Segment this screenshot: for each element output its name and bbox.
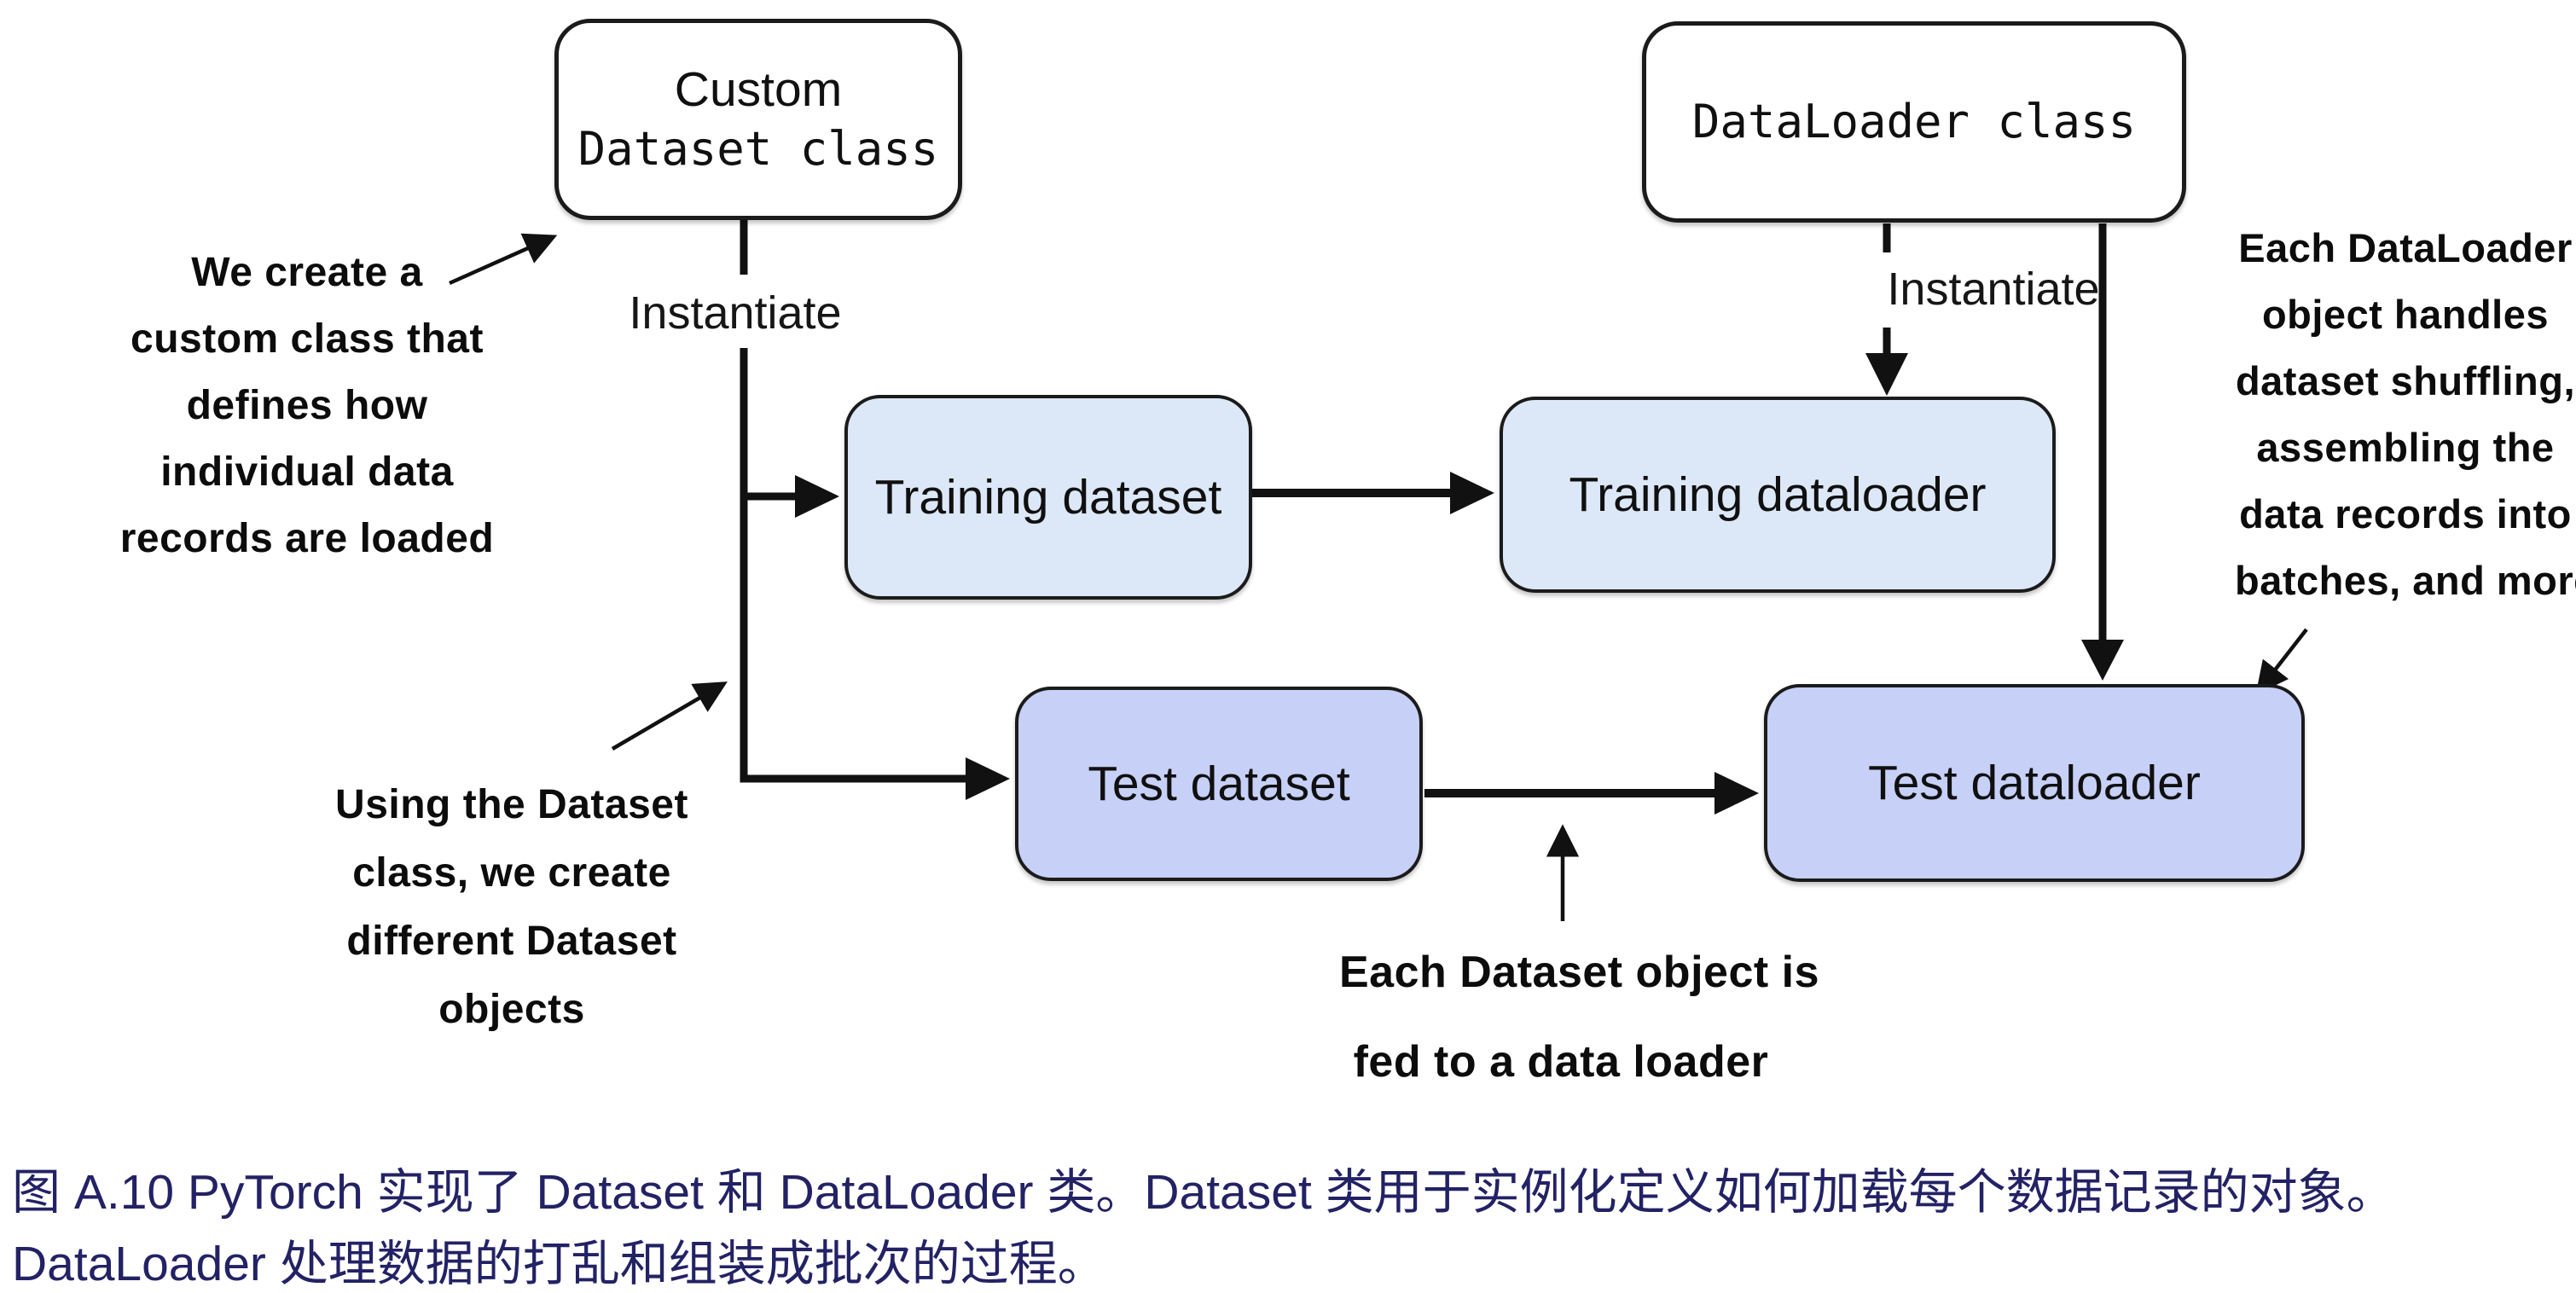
test-dataloader-box: Test dataloader: [1764, 684, 2305, 882]
note-using-dataset-class: Using the Dataset class, we create diffe…: [324, 771, 699, 1044]
caption-line-1: 图 A.10 PyTorch 实现了 Dataset 和 DataLoader …: [12, 1165, 2395, 1220]
custom-dataset-class-box: Custom Dataset class: [554, 19, 962, 220]
test-dataset-label: Test dataset: [1088, 757, 1350, 811]
note-line: Each Dataset object is: [1339, 948, 1819, 997]
note-line: individual data: [160, 449, 454, 495]
note-line: data records into: [2239, 491, 2572, 536]
training-dataloader-label: Training dataloader: [1569, 467, 1987, 522]
note-arrow-to-test-dataloader: [2255, 628, 2308, 695]
note-line: object handles: [2261, 292, 2550, 337]
training-dataset-box: Training dataset: [844, 395, 1252, 600]
dataloader-to-test-arrowhead: [2081, 640, 2124, 681]
note-create-custom-class: We create a custom class that defines ho…: [119, 240, 495, 572]
note-dataset-fed-to-loader: Each Dataset object is fed to a data loa…: [1339, 928, 1819, 1107]
test-dataset-box: Test dataset: [1015, 687, 1423, 881]
note-dataloader-handles: Each DataLoader object handles dataset s…: [2235, 215, 2576, 614]
note-line: fed to a data loader: [1353, 1037, 1769, 1087]
note-line: custom class that: [131, 316, 484, 362]
note-line: class, we create: [352, 850, 671, 896]
note-line: We create a: [191, 250, 423, 295]
branch-arrowhead: [795, 475, 839, 518]
instantiate-left-label: Instantiate: [629, 287, 842, 339]
instantiate-right-arrowhead: [1865, 353, 1908, 396]
test-dataloader-label: Test dataloader: [1868, 756, 2201, 810]
note-line: Using the Dataset: [335, 782, 688, 827]
note-line: different Dataset: [346, 919, 677, 964]
training-dataset-label: Training dataset: [874, 470, 1222, 525]
caption-line-2: DataLoader 处理数据的打乱和组装成批次的过程。: [12, 1237, 1106, 1291]
test-arrowhead: [1714, 772, 1759, 815]
note-line: batches, and more: [2235, 558, 2576, 603]
trunk-arrowhead: [966, 757, 1010, 800]
dataloader-class-box: DataLoader class: [1642, 21, 2186, 223]
trunk-to-test-dataset-line: [740, 348, 967, 783]
note-line: defines how: [186, 383, 428, 428]
note-line: assembling the: [2256, 425, 2555, 470]
note-line: objects: [438, 987, 585, 1032]
note-line: Each DataLoader: [2238, 225, 2573, 270]
figure-caption: 图 A.10 PyTorch 实现了 Dataset 和 DataLoader …: [12, 1157, 2562, 1293]
training-arrowhead: [1450, 472, 1494, 514]
note-line: records are loaded: [119, 516, 495, 561]
custom-dataset-class-line1: Custom: [674, 62, 843, 117]
custom-dataset-class-line2: Dataset class: [577, 122, 939, 176]
instantiate-right-label: Instantiate: [1887, 264, 2100, 315]
note-line: dataset shuffling,: [2235, 358, 2576, 403]
dataloader-class-label: DataLoader class: [1691, 95, 2137, 148]
training-dataloader-box: Training dataloader: [1500, 397, 2056, 593]
note-arrow-to-custom-box: [449, 233, 558, 286]
note-arrow-to-trunk: [611, 681, 728, 751]
